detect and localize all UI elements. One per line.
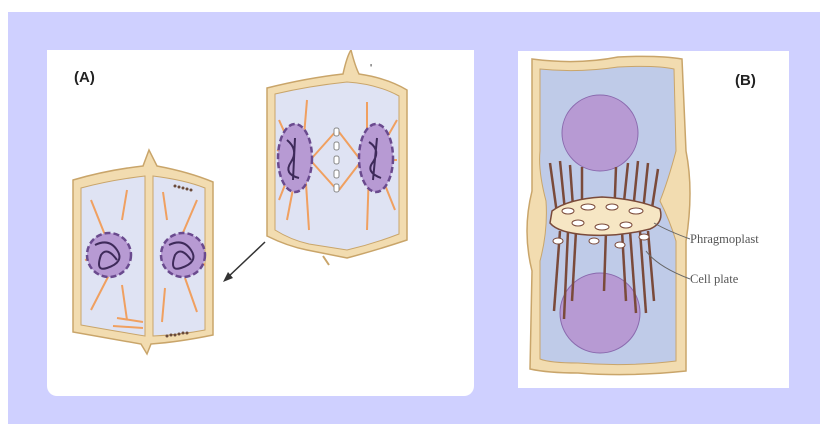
daughter-nucleus-left [87,233,131,277]
svg-text:ʹ: ʹ [370,63,372,75]
cytokinesis-diagram-a: ʹ [47,50,474,396]
daughter-nucleus-right [161,233,205,277]
phragmoplast-label: Phragmoplast [690,232,759,246]
cell-plate-label: Cell plate [690,272,739,286]
transition-arrow [223,242,265,282]
panel-a: (A) [47,50,474,396]
telophase-cell: ʹ [267,50,407,265]
dividing-cell [73,150,213,354]
panel-b: (B) Phragmoplast [518,51,789,388]
nucleus-top [562,95,638,171]
phragmoplast-diagram-b: Phragmoplast Cell plate [518,51,789,388]
